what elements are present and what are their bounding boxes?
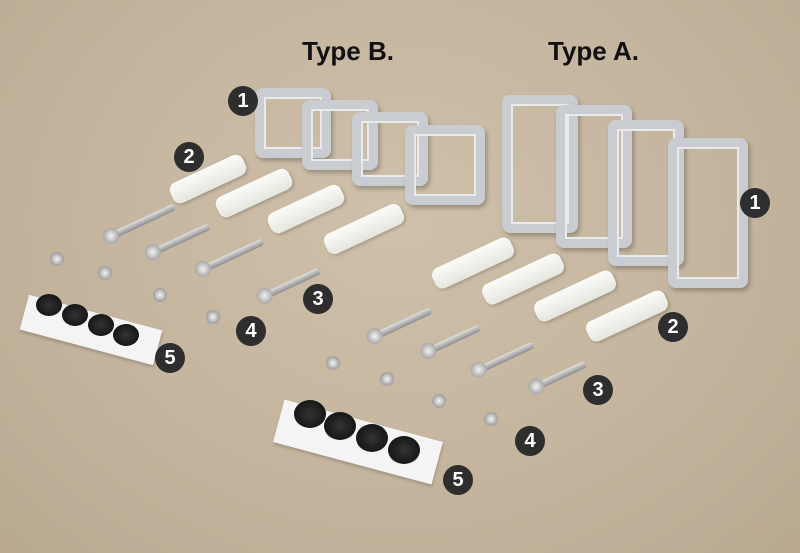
label-badge-a-3: 3 [583, 375, 613, 405]
rubber-pad [36, 294, 62, 316]
wall-anchor [321, 201, 407, 257]
label-badge-a-4: 4 [515, 426, 545, 456]
label-badge-a-1: 1 [740, 188, 770, 218]
screw [373, 307, 433, 340]
bracket-b [352, 112, 428, 186]
label-badge-b-4: 4 [236, 316, 266, 346]
bracket-b [405, 125, 485, 205]
small-bolt [206, 310, 220, 324]
label-badge-b-2: 2 [174, 142, 204, 172]
rubber-pad [113, 324, 139, 346]
bracket-a [608, 120, 684, 266]
bracket-a [668, 138, 748, 288]
small-bolt [153, 288, 167, 302]
rubber-pad [62, 304, 88, 326]
type-b-title: Type B. [302, 36, 394, 66]
bracket-a [556, 105, 632, 248]
small-bolt [484, 412, 498, 426]
screw [477, 341, 535, 374]
rubber-pad [294, 400, 326, 428]
small-bolt [432, 394, 446, 408]
screw [109, 203, 177, 240]
screw [427, 324, 481, 355]
label-badge-a-5: 5 [443, 465, 473, 495]
small-bolt [98, 266, 112, 280]
small-bolt [50, 252, 64, 266]
small-bolt [380, 372, 394, 386]
rubber-pad [388, 436, 420, 464]
screw [535, 360, 587, 391]
label-badge-b-1: 1 [228, 86, 258, 116]
bracket-b [302, 100, 378, 170]
label-badge-b-3: 3 [303, 284, 333, 314]
bracket-a [502, 95, 578, 233]
label-badge-b-5: 5 [155, 343, 185, 373]
label-badge-a-2: 2 [658, 312, 688, 342]
type-a-title: Type A. [548, 36, 640, 66]
screw [151, 223, 211, 256]
rubber-pad [88, 314, 114, 336]
screw [201, 238, 265, 273]
rubber-pad [356, 424, 388, 452]
small-bolt [326, 356, 340, 370]
bracket-b [255, 88, 331, 158]
rubber-pad [324, 412, 356, 440]
